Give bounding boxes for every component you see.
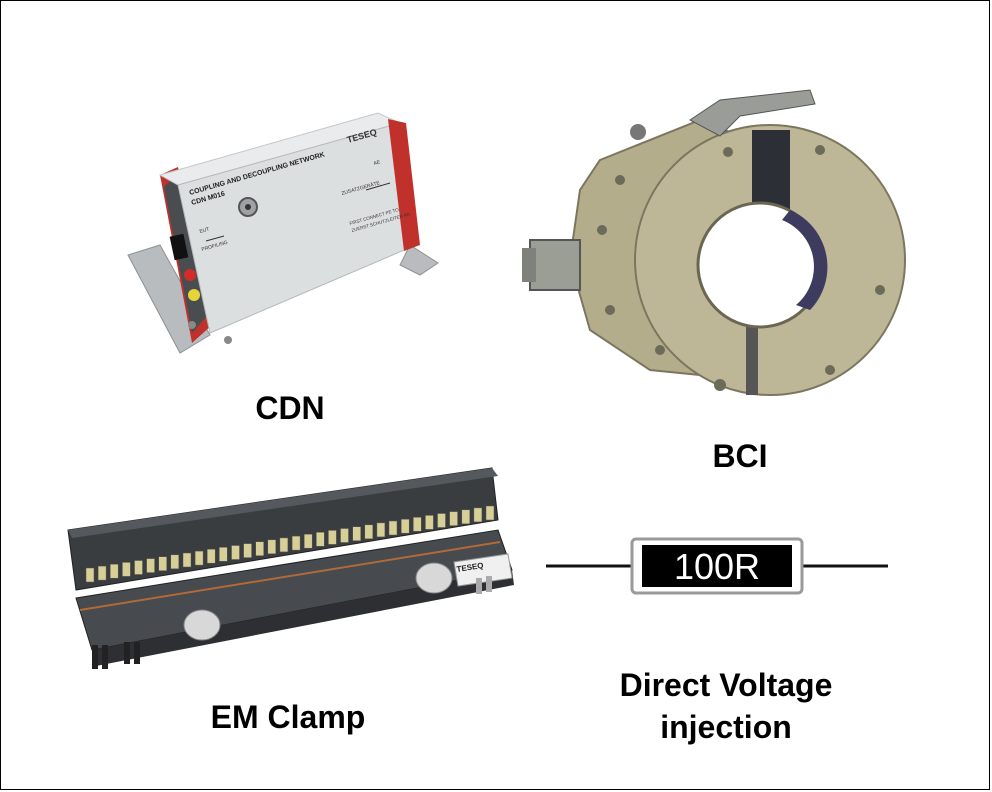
bci-screw	[615, 175, 625, 185]
clamp-upper-top	[68, 468, 498, 538]
resistor-image: 100R	[546, 537, 888, 595]
clamp-contact-tooth	[170, 554, 180, 570]
cdn-right-line	[365, 182, 391, 191]
clamp-contact-tooth	[182, 552, 192, 568]
label-bci: BCI	[712, 438, 768, 474]
clamp-brand: TESEQ	[456, 561, 484, 574]
clamp-contact-tooth	[255, 541, 264, 556]
bci-hole-inner-shadow	[782, 210, 828, 310]
clamp-contact-tooth	[449, 511, 458, 526]
clamp-contact-tooth	[364, 524, 374, 540]
clamp-contact-tooth	[328, 530, 337, 545]
cdn-device-image: TESEQ COUPLING AND DECOUPLING NETWORK CD…	[127, 112, 439, 354]
clamp-contact-tooth	[194, 550, 204, 566]
clamp-ferrite-pad	[415, 562, 453, 594]
clamp-contact-tooth	[219, 547, 228, 562]
clamp-contact-tooth	[388, 520, 398, 536]
clamp-foot	[92, 645, 98, 669]
clamp-contact-tooth	[122, 562, 131, 577]
clamp-contact-tooth	[243, 543, 252, 558]
clamp-contact-tooth	[461, 509, 471, 525]
clamp-contact-tooth	[485, 505, 495, 521]
bci-screw	[723, 147, 733, 157]
bci-connector	[529, 239, 581, 291]
cdn-connector-red	[184, 269, 196, 281]
cdn-connector-black	[169, 233, 189, 261]
clamp-contact-tooth	[279, 537, 289, 553]
bci-screw	[875, 285, 885, 295]
cdn-left-label: EUT	[199, 226, 210, 235]
clamp-contact-tooth	[400, 518, 410, 534]
clamp-contact-tooth	[231, 545, 240, 560]
em-clamp-image: TESEQ	[67, 467, 514, 669]
cdn-bnc-center	[245, 204, 251, 210]
clamp-contact-tooth	[85, 567, 95, 583]
bci-device-image	[522, 89, 906, 396]
bci-screw	[815, 145, 825, 155]
cdn-base-plate-right	[399, 244, 439, 276]
clamp-ferrite-pad	[183, 609, 221, 641]
cdn-back-red	[388, 119, 420, 251]
bci-latch	[689, 89, 816, 137]
bci-latch-screw	[630, 124, 646, 140]
clamp-contact-tooth	[109, 563, 119, 579]
clamp-contact-tooth	[291, 535, 301, 551]
cdn-connector-yellow	[188, 289, 200, 301]
clamp-foot	[134, 642, 140, 664]
cdn-body	[177, 122, 417, 334]
clamp-contact-tooth	[316, 532, 325, 547]
bci-screw	[655, 345, 665, 355]
clamp-contact-tooth	[437, 513, 446, 528]
clamp-foot	[124, 642, 130, 664]
cdn-right-label: AE	[373, 159, 382, 167]
resistor-value: 100R	[674, 546, 760, 587]
clamp-contact-tooth	[158, 556, 167, 571]
bci-connector-tip	[522, 248, 536, 282]
clamp-copper-strip	[79, 541, 501, 611]
clamp-label-plate	[453, 553, 513, 587]
label-injection: injection	[660, 709, 792, 745]
clamp-contact-tooth	[473, 507, 483, 523]
bci-screw	[605, 305, 615, 315]
cdn-screw	[224, 336, 232, 344]
bci-screw	[714, 379, 726, 391]
clamp-contact-tooth	[146, 558, 155, 573]
label-direct-voltage: Direct Voltage	[619, 667, 833, 703]
clamp-contact-tooth	[376, 522, 386, 538]
clamp-contact-tooth	[425, 515, 434, 530]
bci-screw	[597, 225, 607, 235]
clamp-contacts	[85, 505, 495, 583]
clamp-contact-tooth	[134, 560, 143, 575]
clamp-foot	[476, 578, 482, 594]
clamp-contact-tooth	[352, 526, 361, 541]
clamp-contact-tooth	[413, 517, 422, 532]
clamp-contact-tooth	[303, 533, 313, 549]
resistor-body	[642, 545, 792, 587]
clamp-contact-tooth	[97, 565, 107, 581]
cdn-screw	[188, 321, 196, 329]
clamp-lower-face	[92, 570, 514, 666]
label-cdn: CDN	[255, 390, 325, 426]
clamp-contact-tooth	[206, 548, 216, 564]
clamp-contact-tooth	[340, 528, 349, 543]
clamp-contact-tooth	[267, 539, 277, 555]
bci-screw	[825, 365, 835, 375]
cdn-left-line	[205, 235, 225, 242]
label-em-clamp: EM Clamp	[210, 699, 366, 735]
clamp-foot	[102, 645, 108, 669]
clamp-foot	[486, 576, 492, 592]
